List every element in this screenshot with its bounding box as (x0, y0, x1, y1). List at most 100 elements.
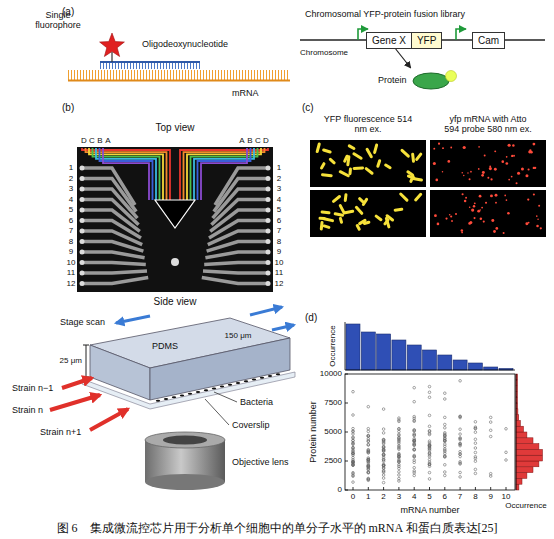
tick-label: 2 (381, 492, 385, 501)
data-point (444, 456, 447, 459)
data-point (382, 481, 385, 484)
mrna-bases (68, 70, 290, 80)
bacterium (212, 387, 216, 389)
tick-mark (414, 487, 415, 490)
data-point (352, 452, 355, 455)
row-number: 4 (69, 195, 73, 204)
row-number: 2 (277, 174, 281, 183)
data-point (352, 464, 355, 467)
strain-lane (82, 278, 148, 284)
axis-title: Occurrence (328, 325, 337, 366)
data-point (398, 474, 401, 477)
data-point (474, 460, 477, 463)
data-point (474, 427, 477, 430)
yfp-cell (347, 144, 356, 151)
data-point (459, 453, 462, 456)
strain-label: Strain n+1 (40, 427, 81, 437)
data-point (398, 433, 401, 436)
tick-label: 10 (502, 492, 511, 501)
yfp-cell (328, 157, 336, 165)
data-point (398, 452, 401, 455)
row-number: 8 (277, 237, 281, 246)
data-point (367, 444, 370, 447)
protein-label: Protein (378, 68, 463, 92)
data-point (398, 428, 401, 431)
dimension: 150 μm (225, 331, 252, 340)
mrna-spot (481, 207, 483, 209)
inlet-port (266, 239, 271, 244)
row-number: 3 (277, 184, 281, 193)
mrna-spot (493, 230, 496, 233)
view-title: Top view (156, 122, 195, 134)
data-point (367, 465, 370, 468)
inlet-port (266, 250, 271, 255)
inlet-port (80, 281, 85, 286)
mrna-spot (517, 172, 520, 175)
label: yfp mRNA with Atto 594 probe 580 nm ex. (442, 114, 534, 135)
mrna-spot (447, 160, 450, 163)
node-text: YFP (417, 35, 436, 46)
image-divider (310, 187, 546, 190)
data-point (444, 416, 447, 419)
yfp-cell (333, 212, 344, 217)
data-point (489, 429, 492, 432)
yfp-cell (414, 192, 423, 202)
data-point (474, 431, 477, 434)
row-number: 1 (277, 163, 281, 172)
mrna-spot (455, 213, 457, 215)
bacterium (156, 400, 160, 402)
data-point (382, 459, 385, 462)
data-point (382, 464, 385, 467)
mrna-spot (484, 154, 486, 156)
data-point (382, 438, 385, 441)
mrna-spot (490, 178, 492, 180)
histogram-bar (516, 415, 519, 421)
probe-bases (100, 62, 200, 69)
mrna-spot (478, 146, 480, 148)
mrna-spot (438, 143, 440, 145)
strain-lane (205, 252, 268, 258)
histogram-bar (516, 438, 533, 444)
data-point (444, 464, 447, 467)
data-point (444, 450, 447, 453)
inlet-port (266, 208, 271, 213)
inlet-port (266, 260, 271, 265)
data-point (382, 469, 385, 472)
data-point (367, 471, 370, 474)
data-point (352, 471, 355, 474)
data-point (428, 478, 431, 481)
histogram-bar (484, 367, 498, 370)
data-point (413, 420, 416, 423)
data-point (352, 430, 355, 433)
gene-box: Gene X (366, 32, 412, 49)
data-point (474, 442, 477, 445)
strain-lane (203, 271, 268, 273)
data-point (367, 443, 370, 446)
data-point (382, 454, 385, 457)
panel-letter: (b) (62, 102, 74, 114)
axis-title: mRNA number (400, 505, 459, 515)
mrna-spot (533, 143, 536, 146)
data-point (444, 443, 447, 446)
data-point (382, 445, 385, 448)
data-point (352, 481, 355, 484)
strain-label: Strain n (12, 405, 43, 415)
bacterium (244, 380, 248, 382)
mrna-spot (465, 197, 467, 199)
histogram-bar (516, 484, 519, 490)
data-point (413, 472, 416, 475)
data-point (413, 400, 416, 403)
inlet-port (80, 218, 85, 223)
data-point (398, 455, 401, 458)
data-point (444, 474, 447, 477)
yfp-cell (348, 167, 352, 175)
tick-mark (345, 461, 348, 462)
bacterium (260, 377, 264, 379)
tick-mark (490, 487, 491, 490)
yfp-cell (399, 192, 409, 202)
data-point (505, 451, 508, 454)
data-point (413, 434, 416, 437)
histogram-bar (516, 449, 543, 455)
data-point (367, 438, 370, 441)
histogram-bar (516, 432, 527, 438)
